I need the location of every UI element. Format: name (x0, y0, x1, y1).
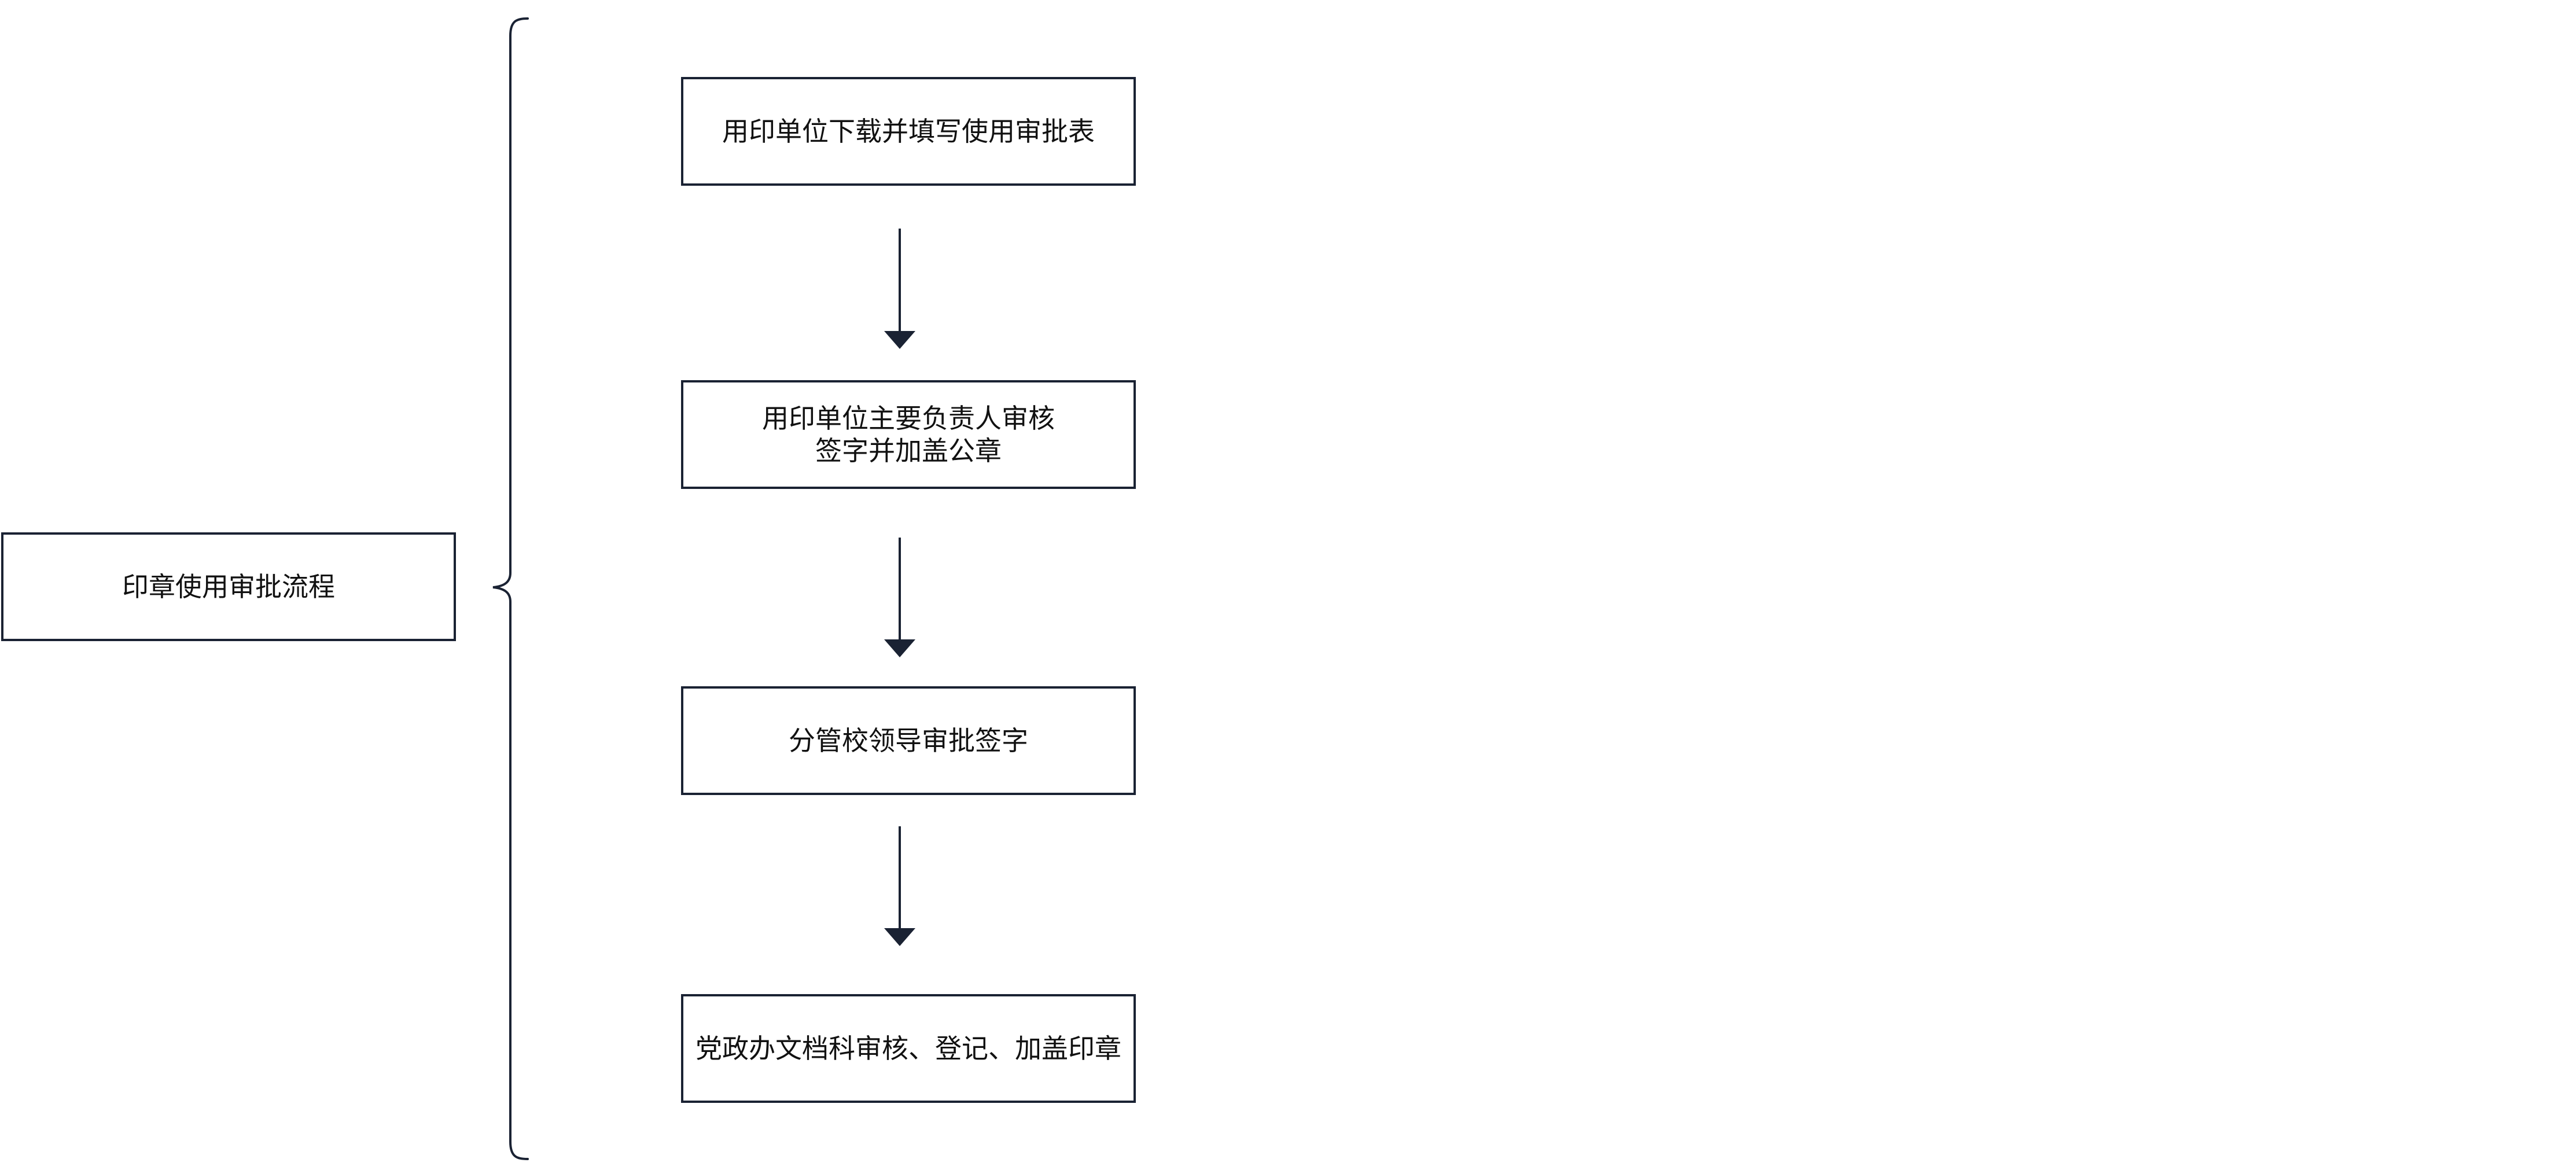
step-4-office-review-seal: 党政办文档科审核、登记、加盖印章 (681, 994, 1136, 1103)
step-4-label: 党政办文档科审核、登记、加盖印章 (695, 1033, 1121, 1064)
arrow-2-head (884, 639, 915, 657)
step-1-download-fill-form: 用印单位下载并填写使用审批表 (681, 77, 1136, 186)
step-2-label: 用印单位主要负责人审核 签字并加盖公章 (762, 403, 1055, 466)
arrow-1-head (884, 331, 915, 349)
root-node-seal-approval-process: 印章使用审批流程 (1, 532, 456, 641)
step-2-unit-head-review: 用印单位主要负责人审核 签字并加盖公章 (681, 380, 1136, 489)
grouping-brace (492, 17, 529, 1160)
root-node-label: 印章使用审批流程 (122, 571, 335, 602)
step-1-label: 用印单位下载并填写使用审批表 (722, 116, 1095, 147)
step-3-leader-approval: 分管校领导审批签字 (681, 686, 1136, 795)
arrow-3-head (884, 928, 915, 946)
step-3-label: 分管校领导审批签字 (789, 725, 1028, 756)
